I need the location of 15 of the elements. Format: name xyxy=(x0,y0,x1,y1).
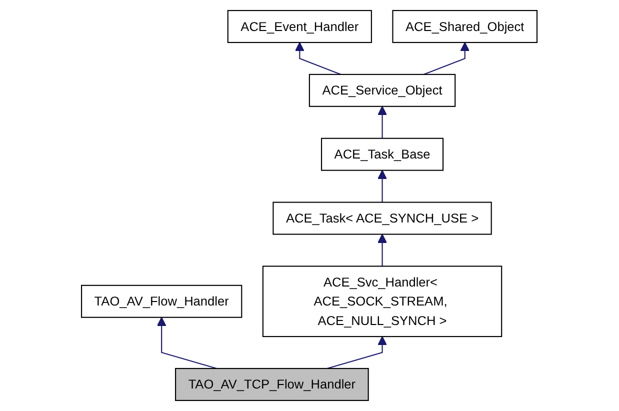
class-box: ACE_Svc_Handler< ACE_SOCK_STREAM, ACE_NULL_SYNCH > xyxy=(262,266,502,338)
class-box: TAO_AV_TCP_Flow_Handler xyxy=(175,368,370,401)
class-box: TAO_AV_Flow_Handler xyxy=(81,284,242,318)
arrow xyxy=(378,106,388,138)
class-box: ACE_Event_Handler xyxy=(228,10,372,44)
class-box: ACE_Shared_Object xyxy=(392,10,538,44)
class-box: ACE_Service_Object xyxy=(309,74,456,107)
class-box: ACE_Task_Base xyxy=(321,138,444,171)
arrow xyxy=(295,42,342,75)
arrow xyxy=(327,336,388,370)
class-box: ACE_Task< ACE_SYNCH_USE > xyxy=(272,202,492,235)
arrow xyxy=(378,234,388,266)
arrow xyxy=(424,42,470,75)
arrow xyxy=(378,170,388,202)
arrow xyxy=(157,316,218,370)
